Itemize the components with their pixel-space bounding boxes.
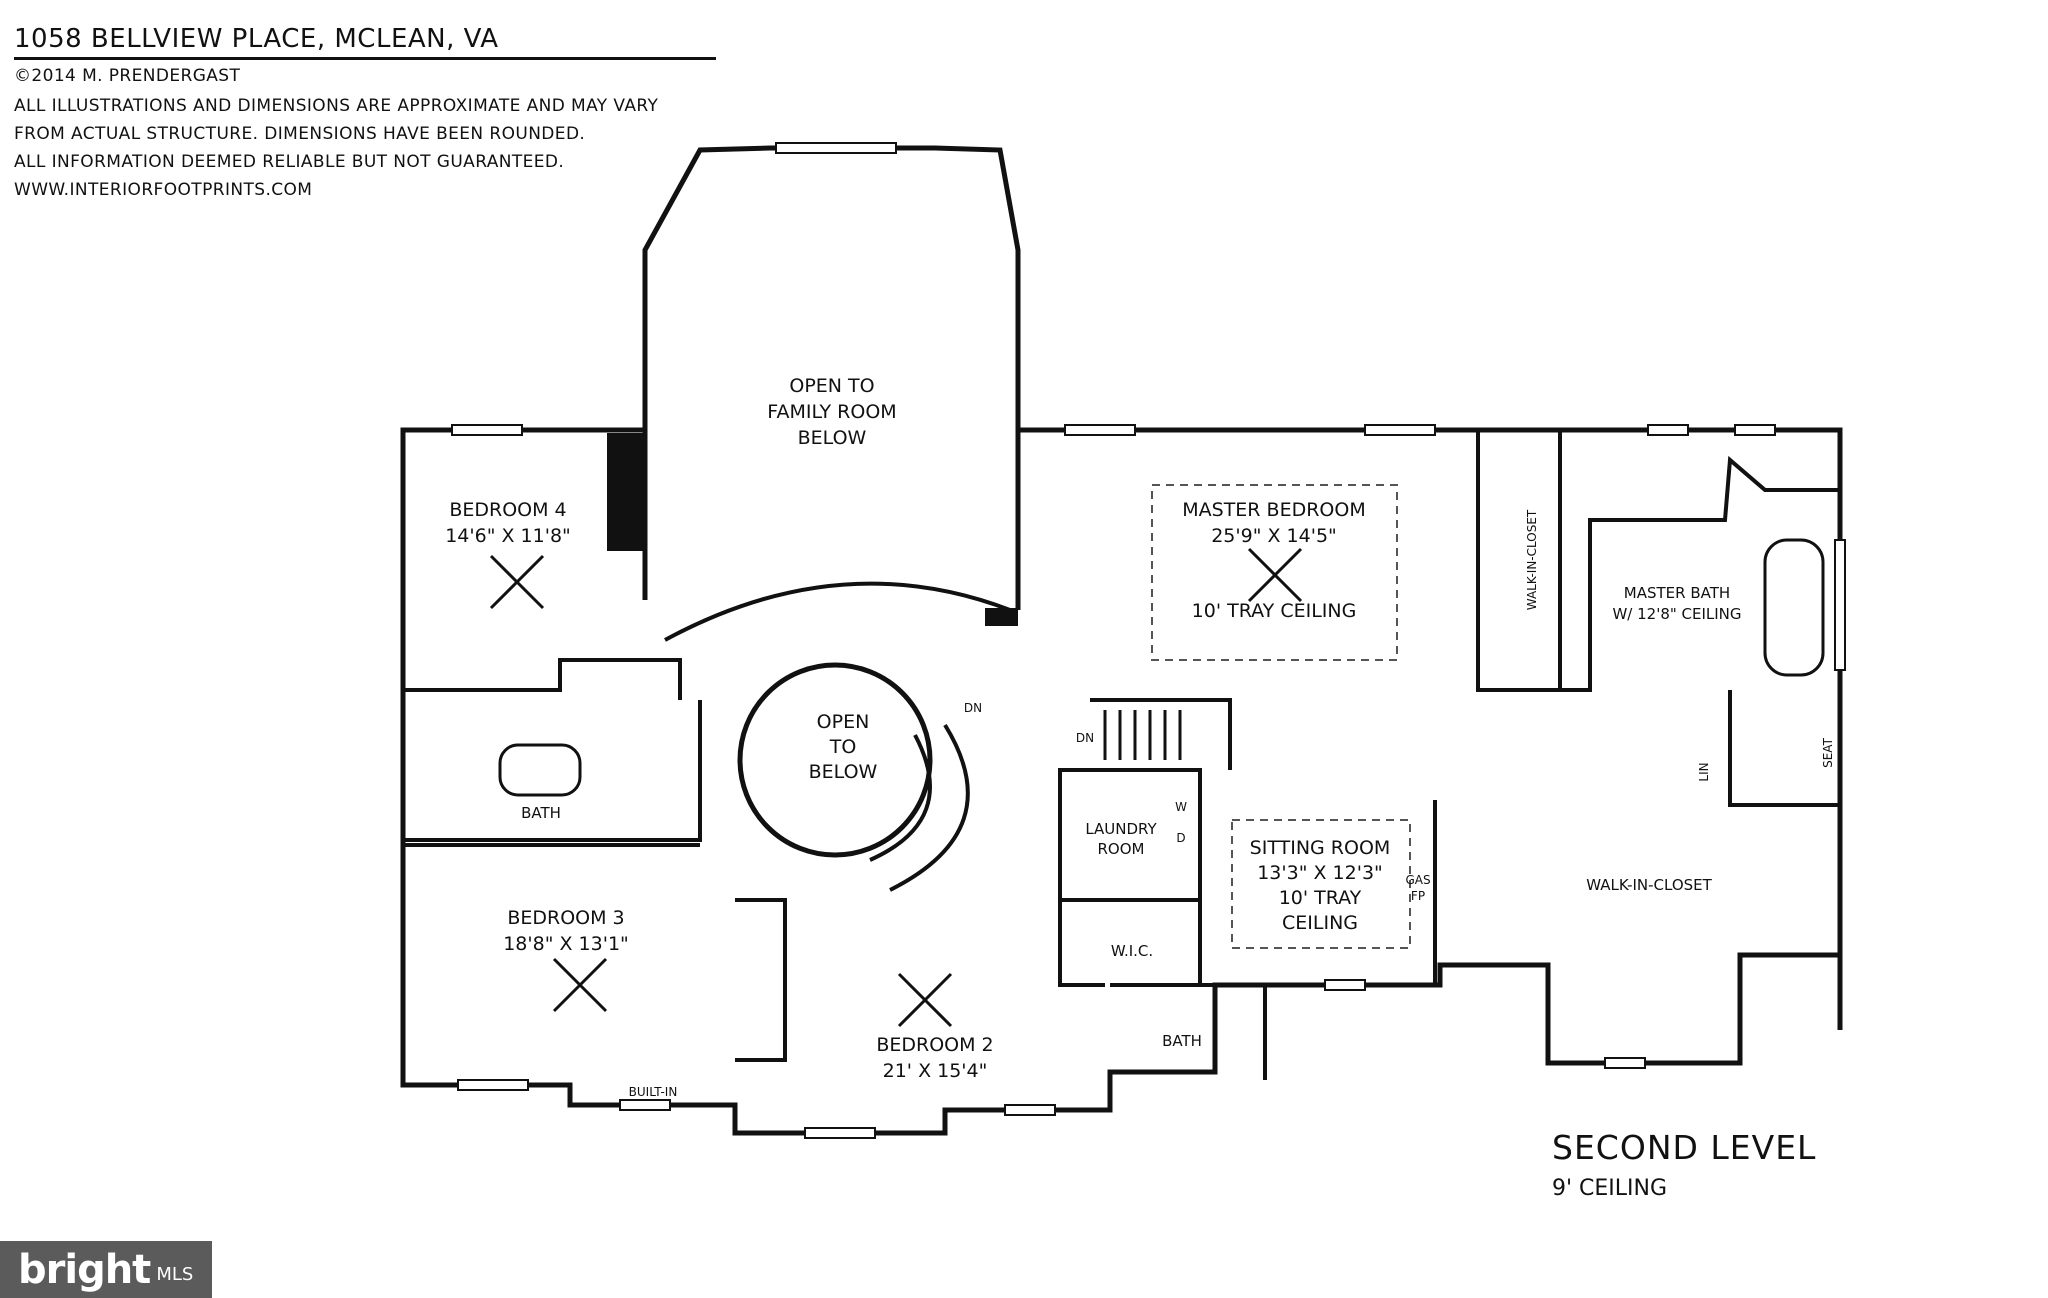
bright-mls-logo: bright MLS: [0, 1241, 212, 1298]
open-below-label: OPEN: [817, 711, 870, 733]
bathtub-icon: [1763, 538, 1825, 677]
open-below-label: BELOW: [809, 761, 878, 783]
family-bay-wall: [642, 145, 1021, 610]
open-below-label: TO: [829, 736, 857, 758]
bedroom2-dims: 21' X 15'4": [883, 1060, 988, 1082]
laundry-label: LAUNDRY: [1085, 820, 1157, 838]
window: [1004, 1104, 1056, 1116]
disclaimer-line-3: ALL INFORMATION DEEMED RELIABLE BUT NOT …: [14, 152, 565, 172]
window: [1364, 424, 1436, 436]
window: [1324, 979, 1366, 991]
shower-wall: [1728, 690, 1840, 807]
bath-left-partition: [403, 700, 702, 842]
bedroom4-dims: 14'6" X 11'8": [445, 525, 571, 547]
ceiling-fan-icon: [1247, 547, 1303, 603]
built-in-label: BUILT-IN: [629, 1085, 678, 1099]
window: [457, 1079, 529, 1091]
right-closet-wall: [1262, 952, 1840, 1066]
plan-title: 1058 BELLVIEW PLACE, MCLEAN, VA: [14, 24, 499, 54]
room-label: BELOW: [798, 427, 867, 449]
window: [451, 424, 523, 436]
open-to-below-well: [737, 662, 933, 858]
bathtub-icon: [498, 743, 582, 797]
master-bath-wall: [1476, 430, 1840, 692]
copyright-line: ©2014 M. PRENDERGAST: [14, 66, 241, 86]
laundry-label: ROOM: [1098, 840, 1145, 858]
sitting-room-dims: 13'3" X 12'3": [1257, 862, 1383, 884]
wic-wall: [1058, 900, 1105, 987]
bedroom3-label: BEDROOM 3: [507, 907, 624, 929]
stair-dn-label: DN: [964, 701, 982, 715]
bath-right-wall: [1110, 983, 1267, 1080]
window: [619, 1099, 671, 1111]
window: [1064, 424, 1136, 436]
wic-label: W.I.C.: [1111, 942, 1153, 960]
room-label: FAMILY ROOM: [767, 401, 896, 423]
stair-dn-label: DN: [1076, 731, 1094, 745]
bedroom3-dims: 18'8" X 13'1": [503, 933, 629, 955]
washer-label: W: [1175, 800, 1187, 814]
stair-landing-treads: [1103, 710, 1182, 760]
window: [775, 142, 897, 154]
room-label: OPEN TO: [789, 375, 874, 397]
sitting-ceiling-label: CEILING: [1282, 912, 1358, 934]
level-ceiling: 9' CEILING: [1552, 1176, 1668, 1201]
logo-sub: MLS: [156, 1264, 194, 1285]
ceiling-fan-icon: [552, 957, 608, 1013]
linen-label: LIN: [1697, 762, 1711, 781]
window: [1734, 424, 1776, 436]
top-wall-right: [1018, 427, 1843, 1030]
walkin-closet-label: WALK-IN-CLOSET: [1586, 876, 1712, 894]
window: [1647, 424, 1689, 436]
spiral-stair: [869, 723, 970, 892]
title-underline: [14, 57, 716, 60]
bedroom2-label: BEDROOM 2: [876, 1034, 993, 1056]
bath-label: BATH: [1162, 1032, 1202, 1050]
dryer-label: D: [1176, 831, 1185, 845]
bedroom4-label: BEDROOM 4: [449, 499, 566, 521]
wall-block: [985, 608, 1018, 626]
master-bath-ceiling: W/ 12'8" CEILING: [1612, 605, 1741, 623]
closet-b3-wall: [735, 898, 787, 1062]
window: [1604, 1057, 1646, 1069]
level-title: SECOND LEVEL: [1552, 1128, 1817, 1167]
chimney-block: [607, 433, 643, 551]
master-ceiling-label: 10' TRAY CEILING: [1192, 600, 1357, 622]
window: [804, 1127, 876, 1139]
seat-label: SEAT: [1821, 737, 1835, 767]
stair-landing-wall: [1090, 698, 1232, 770]
disclaimer-line-1: ALL ILLUSTRATIONS AND DIMENSIONS ARE APP…: [14, 96, 659, 116]
ceiling-fan-icon: [489, 554, 545, 610]
gas-fireplace-label: FP: [1411, 889, 1425, 903]
master-bedroom-label: MASTER BEDROOM: [1182, 499, 1365, 521]
website-line: WWW.INTERIORFOOTPRINTS.COM: [14, 180, 313, 200]
bath-label: BATH: [521, 804, 561, 822]
sitting-tray-ceiling: [1231, 819, 1411, 949]
window: [1834, 539, 1846, 671]
logo-wordmark: bright: [18, 1246, 151, 1293]
sitting-room-label: SITTING ROOM: [1250, 837, 1391, 859]
sitting-room-wall: [1198, 770, 1437, 987]
master-bedroom-dims: 25'9" X 14'5": [1211, 525, 1337, 547]
bedroom4-partition: [403, 658, 682, 700]
gas-fireplace-label: GAS: [1405, 873, 1430, 887]
disclaimer-line-2: FROM ACTUAL STRUCTURE. DIMENSIONS HAVE B…: [14, 124, 586, 144]
stair-hall-curve: [664, 581, 1011, 642]
walkin-closet-label: WALK-IN-CLOSET: [1525, 509, 1539, 610]
master-bath-label: MASTER BATH: [1624, 584, 1730, 602]
sitting-ceiling-label: 10' TRAY: [1279, 887, 1362, 909]
ceiling-fan-icon: [897, 972, 953, 1028]
